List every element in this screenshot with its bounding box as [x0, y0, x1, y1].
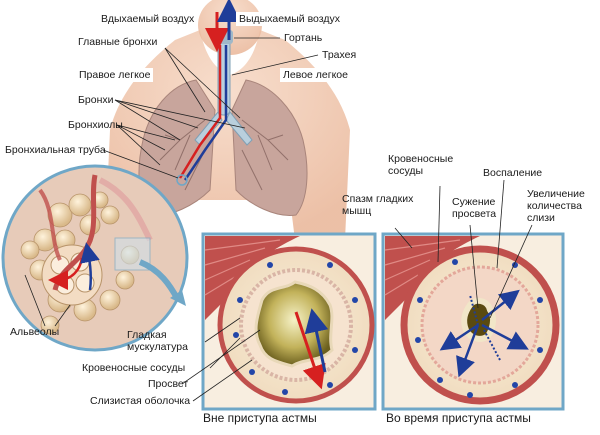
left-lung-shape	[231, 79, 308, 216]
smooth-muscle-label: Гладкая мускулатура	[127, 329, 188, 353]
mucus-increase-label: Увеличение количества слизи	[527, 188, 585, 224]
narrowing-lumen-label: Сужение просвета	[452, 196, 497, 220]
bronchi-label: Бронхи	[78, 94, 114, 106]
smooth-muscle-spasm-label: Спазм гладких мышц	[342, 193, 414, 217]
inhaled-air-label: Вдыхаемый воздух	[98, 12, 198, 26]
bronchioles-label: Бронхиолы	[68, 119, 123, 131]
panel-normal	[201, 232, 377, 411]
mucosa-label: Слизистая оболочка	[90, 395, 191, 407]
caption-normal: Вне приступа астмы	[203, 411, 317, 425]
bronchial-tube-label: Бронхиальная труба	[5, 144, 106, 156]
alveoli-label: Альвеолы	[10, 326, 60, 338]
exhaled-air-label: Выдыхаемый воздух	[236, 12, 343, 26]
blood-vessels-label: Кровеносные сосуды	[82, 362, 186, 374]
zoom-origin	[176, 174, 188, 186]
inhale-path	[178, 45, 222, 179]
main-bronchi-label: Главные бронхи	[78, 36, 158, 48]
alveoli-exhale-arrow	[80, 242, 100, 291]
trachea-label: Трахея	[322, 49, 357, 61]
right-lung-label: Правое легкое	[76, 68, 154, 82]
inflammation-label: Воспаление	[483, 167, 543, 179]
exhale-path	[183, 45, 228, 181]
blood-vessels-top-label: Кровеносные сосуды	[388, 153, 454, 177]
caption-attack: Во время приступа астмы	[386, 411, 531, 425]
left-lung-label: Левое легкое	[280, 68, 351, 82]
panel-attack	[381, 232, 565, 411]
lumen-label: Просвет	[148, 378, 189, 390]
larynx-label: Гортань	[284, 32, 323, 44]
alveoli-magnifier	[1, 164, 189, 352]
